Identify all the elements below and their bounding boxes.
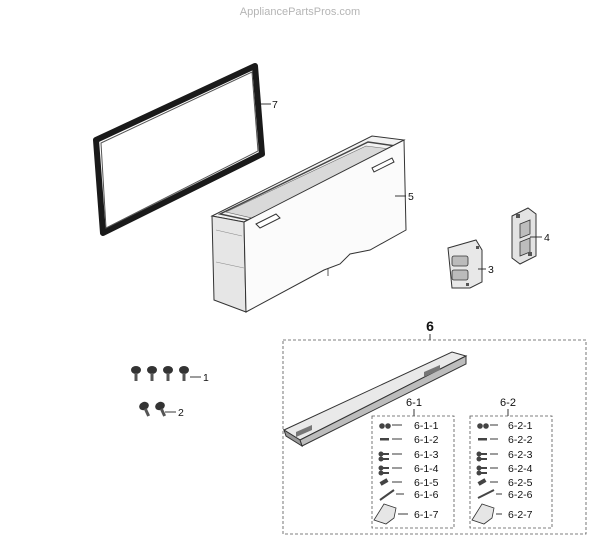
label-6-2-3: 6-2-3 xyxy=(508,449,533,461)
watermark: AppliancePartsPros.com xyxy=(240,6,360,18)
group-6-1-hardware[interactable] xyxy=(373,423,397,525)
part-7-frame[interactable] xyxy=(93,63,265,236)
part-5-cover[interactable] xyxy=(210,135,407,313)
label-6-2-1: 6-2-1 xyxy=(508,420,533,432)
label-6-2-4: 6-2-4 xyxy=(508,463,533,475)
label-6-1-2: 6-1-2 xyxy=(414,434,439,446)
group-6-1-title: 6-1 xyxy=(406,397,422,409)
group-6-2-box xyxy=(469,415,553,529)
label-6-2-2: 6-2-2 xyxy=(508,434,533,446)
callout-3: 3 xyxy=(488,264,494,276)
callout-1: 1 xyxy=(203,372,209,384)
callout-5: 5 xyxy=(408,191,414,203)
part-2-screws[interactable] xyxy=(138,400,169,418)
label-6-1-5: 6-1-5 xyxy=(414,477,439,489)
group-6-1-labels: 6-1-1 6-1-2 6-1-3 6-1-4 6-1-5 6-1-6 6-1-… xyxy=(392,420,439,521)
group-6-2-title: 6-2 xyxy=(500,397,516,409)
label-6-1-6: 6-1-6 xyxy=(414,489,439,501)
part-3-bracket[interactable] xyxy=(447,239,483,289)
group-6-2-hardware[interactable] xyxy=(471,423,495,525)
label-6-2-7: 6-2-7 xyxy=(508,509,533,521)
callout-4: 4 xyxy=(544,232,550,244)
part-6-stand-base[interactable] xyxy=(282,351,468,448)
part-6-assembly-box xyxy=(282,339,587,535)
callout-7: 7 xyxy=(272,99,278,111)
label-6-1-7: 6-1-7 xyxy=(414,509,439,521)
part-1-screws[interactable] xyxy=(131,366,189,381)
callout-6: 6 xyxy=(426,318,434,334)
label-6-1-4: 6-1-4 xyxy=(414,463,439,475)
group-6-2-labels: 6-2-1 6-2-2 6-2-3 6-2-4 6-2-5 6-2-6 6-2-… xyxy=(490,420,533,521)
label-6-2-5: 6-2-5 xyxy=(508,477,533,489)
label-6-1-3: 6-1-3 xyxy=(414,449,439,461)
part-4-bracket[interactable] xyxy=(511,207,537,265)
group-6-1-box xyxy=(371,415,455,529)
label-6-1-1: 6-1-1 xyxy=(414,420,439,432)
callout-2: 2 xyxy=(178,407,184,419)
label-6-2-6: 6-2-6 xyxy=(508,489,533,501)
